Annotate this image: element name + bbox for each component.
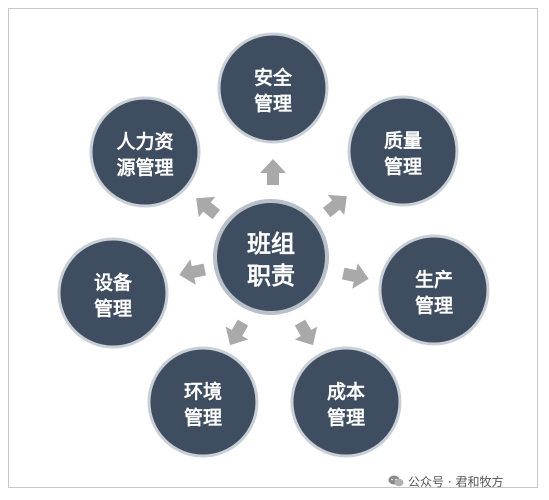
node-hr: 人力资 源管理: [89, 96, 201, 208]
node-safety: 安全 管理: [217, 32, 329, 144]
node-cost: 成本 管理: [290, 346, 402, 458]
arrow-to-hr: [196, 196, 221, 220]
center-line1: 班组: [247, 230, 295, 258]
arrow-to-equipment: [179, 259, 206, 285]
watermark: 公众号 · 君和牧方: [388, 472, 503, 490]
node-production: 生产 管理: [378, 234, 490, 346]
node-quality-line2: 管理: [384, 155, 422, 178]
node-quality: 质量 管理: [347, 95, 459, 207]
node-equipment: 设备 管理: [57, 237, 169, 349]
arrow-to-cost: [294, 319, 318, 346]
center-line2: 职责: [247, 262, 295, 290]
node-quality-line1: 质量: [384, 130, 422, 152]
node-safety-line1: 安全: [254, 66, 293, 89]
arrow-to-safety: [260, 159, 286, 185]
wechat-icon: [388, 475, 404, 487]
node-production-line2: 管理: [415, 294, 453, 317]
node-equipment-line2: 管理: [94, 297, 132, 320]
node-safety-line2: 管理: [254, 92, 292, 115]
node-cost-line1: 成本: [327, 380, 365, 403]
node-environment-line2: 管理: [184, 406, 222, 429]
node-hr-line2: 源管理: [116, 156, 173, 179]
node-hr-line1: 人力资: [116, 130, 173, 153]
arrow-to-production: [342, 263, 369, 289]
node-cost-line2: 管理: [327, 406, 365, 429]
node-equipment-line1: 设备: [94, 271, 133, 294]
node-environment-line1: 环境: [184, 380, 222, 403]
node-production-line1: 生产: [415, 268, 453, 291]
watermark-text: 公众号 · 君和牧方: [408, 474, 504, 489]
center-node: 班组 职责: [213, 199, 329, 315]
arrow-to-environment: [225, 319, 249, 346]
node-environment: 环境 管理: [147, 346, 259, 458]
arrow-to-quality: [322, 194, 347, 218]
